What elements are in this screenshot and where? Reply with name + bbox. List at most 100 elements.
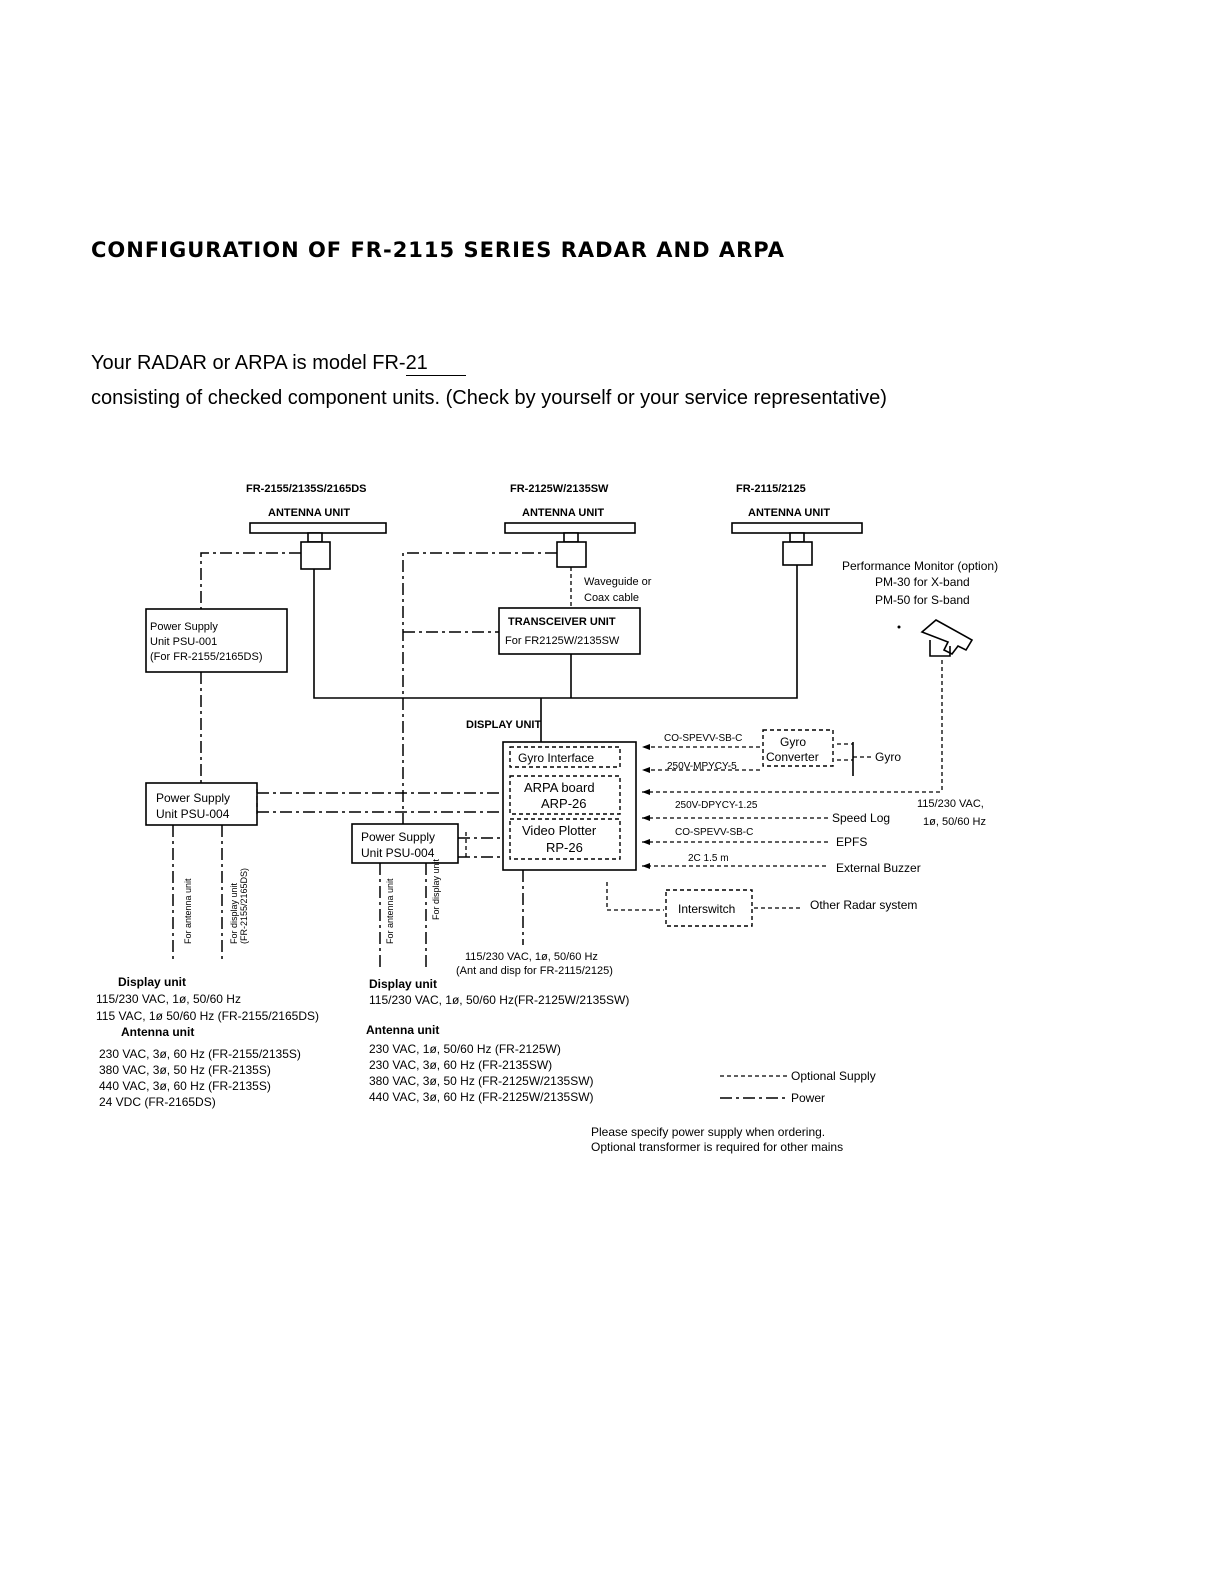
psu001-line2: Unit PSU-001 [150,636,217,648]
antenna-center-gearbox [556,541,587,568]
waveguide-label-1: Waveguide or [584,576,652,588]
buzzer-cable: 2C 1.5 m External Buzzer [642,853,921,875]
antenna-left-gearbox [300,541,331,570]
signal-bus-line [313,565,798,699]
center-antenna-line-2: 230 VAC, 3ø, 60 Hz (FR-2135SW) [369,1058,552,1072]
antenna-center-label: ANTENNA UNIT [522,507,604,519]
page-title: CONFIGURATION OF FR-2115 SERIES RADAR AN… [91,238,785,262]
antenna-right-joint [789,532,805,543]
center-display-title: Display unit [369,977,437,991]
left-antenna-line-4: 24 VDC (FR-2165DS) [99,1095,216,1109]
antenna-right-gearbox [782,541,813,566]
psu004-left-box: Power Supply Unit PSU-004 For antenna un… [145,782,500,960]
display-unit-label: DISPLAY UNIT [466,719,541,731]
psu001-line1: Power Supply [150,621,218,633]
left-power-notes: Display unit 115/230 VAC, 1ø, 50/60 Hz 1… [96,975,319,1109]
legend-optional-label: Optional Supply [791,1069,876,1083]
gyro-cable-1-label: CO-SPEVV-SB-C [664,733,742,744]
center-for-display-label: For display unit [431,858,441,920]
legend-power-label: Power [791,1091,825,1105]
intro-model-prefix: Your RADAR or ARPA is model FR- [91,352,406,374]
pm-title: Performance Monitor (option) [842,559,998,573]
pm-power-1: 115/230 VAC, [917,798,984,810]
display-power-2: (Ant and disp for FR-2115/2125) [456,965,613,977]
legend: Optional Supply Power [720,1069,876,1105]
center-antenna-title: Antenna unit [366,1023,439,1037]
epfs-label: EPFS [836,835,867,849]
left-antenna-line-1: 230 VAC, 3ø, 60 Hz (FR-2155/2135S) [99,1047,301,1061]
psu001-line3: (For FR-2155/2165DS) [150,651,263,663]
display-power-1: 115/230 VAC, 1ø, 50/60 Hz [465,951,598,963]
intro-instructions: consisting of checked component units. (… [91,387,887,409]
transceiver-title: TRANSCEIVER UNIT [508,616,616,628]
left-for-antenna-label: For antenna unit [183,878,193,944]
antenna-right-model: FR-2115/2125 [736,483,806,495]
psu004-center-line2: Unit PSU-004 [361,846,435,860]
other-radar-label: Other Radar system [810,898,917,912]
gyro-converter-label-1: Gyro [780,735,806,749]
pm-sband: PM-50 for S-band [875,593,970,607]
left-display-line-2: 115 VAC, 1ø 50/60 Hz (FR-2155/2165DS) [96,1009,319,1023]
antenna-right-radiator [731,522,863,534]
center-antenna-power-line [402,552,557,824]
buzzer-label: External Buzzer [836,861,921,875]
center-antenna-line-4: 440 VAC, 3ø, 60 Hz (FR-2125W/2135SW) [369,1090,594,1104]
left-display-title: Display unit [118,975,186,989]
epfs-cable: CO-SPEVV-SB-C EPFS [642,827,867,849]
left-for-display-label-1: For display unit [229,882,239,944]
video-plotter-label-2: RP-26 [546,840,583,855]
center-display-line-1: 115/230 VAC, 1ø, 50/60 Hz(FR-2125W/2135S… [369,993,629,1007]
psu004-center-line1: Power Supply [361,830,435,844]
gyro-interface-label: Gyro Interface [518,751,594,765]
antenna-center-joint [563,532,579,543]
psu004-left-line1: Power Supply [156,791,230,805]
interswitch-box: Interswitch Other Radar system [606,882,917,927]
antenna-center-radiator [504,522,636,534]
performance-monitor-icon [897,619,974,657]
arpa-board-label-1: ARPA board [524,780,595,795]
video-plotter-board [509,818,621,860]
left-antenna-line-3: 440 VAC, 3ø, 60 Hz (FR-2135S) [99,1079,271,1093]
model-number-field: 21 [405,352,466,376]
antenna-unit-center: FR-2125W/2135SW ANTENNA UNIT [504,483,636,568]
gyro-converter-box: Gyro Converter Gyro [762,729,901,776]
center-antenna-line-3: 380 VAC, 3ø, 50 Hz (FR-2125W/2135SW) [369,1074,594,1088]
psu001-box: Power Supply Unit PSU-001 (For FR-2155/2… [145,608,288,673]
speed-log-cable: 250V-DPYCY-1.25 Speed Log [642,789,940,825]
center-antenna-line-1: 230 VAC, 1ø, 50/60 Hz (FR-2125W) [369,1042,561,1056]
antenna-left-label: ANTENNA UNIT [268,507,350,519]
antenna-left-radiator [249,522,387,534]
antenna-right-label: ANTENNA UNIT [748,507,830,519]
gyro-cable-2-label: 250V-MPYCY-5 [667,761,737,772]
performance-monitor: Performance Monitor (option) PM-30 for X… [842,559,998,828]
display-to-interswitch-line [606,882,664,911]
left-display-line-1: 115/230 VAC, 1ø, 50/60 Hz [96,992,241,1006]
speed-log-cable-label: 250V-DPYCY-1.25 [675,800,758,811]
antenna-left-model: FR-2155/2135S/2165DS [246,483,366,495]
epfs-cable-label: CO-SPEVV-SB-C [675,827,753,838]
speed-log-label: Speed Log [832,811,890,825]
psu004-left-line2: Unit PSU-004 [156,807,230,821]
left-antenna-title: Antenna unit [121,1025,194,1039]
antenna-center-model: FR-2125W/2135SW [510,483,609,495]
gyro-converter-taps [837,743,853,761]
transceiver-subtitle: For FR2125W/2135SW [505,635,620,647]
center-power-notes: Display unit 115/230 VAC, 1ø, 50/60 Hz(F… [366,977,629,1104]
display-unit-box: Gyro Interface ARPA board ARP-26 Video P… [502,741,637,871]
buzzer-cable-label: 2C 1.5 m [688,853,729,864]
center-for-antenna-label: For antenna unit [385,878,395,944]
gyro-interface-board [509,746,621,768]
left-antenna-line-2: 380 VAC, 3ø, 50 Hz (FR-2135S) [99,1063,271,1077]
pm-power-2: 1ø, 50/60 Hz [923,816,986,828]
transceiver-box: Waveguide or Coax cable TRANSCEIVER UNIT… [498,576,652,655]
intro-model-line: Your RADAR or ARPA is model FR-21 [91,352,466,376]
interswitch-label: Interswitch [678,902,735,916]
video-plotter-label-1: Video Plotter [522,823,597,838]
antenna-left-joint [307,532,323,543]
footer-line-2: Optional transformer is required for oth… [591,1140,843,1154]
gyro-cable-2: 250V-MPYCY-5 [642,761,760,773]
waveguide-label-2: Coax cable [584,592,639,604]
psu001-to-antenna-line [200,552,301,609]
antenna-unit-right: FR-2115/2125 ANTENNA UNIT [731,483,863,566]
